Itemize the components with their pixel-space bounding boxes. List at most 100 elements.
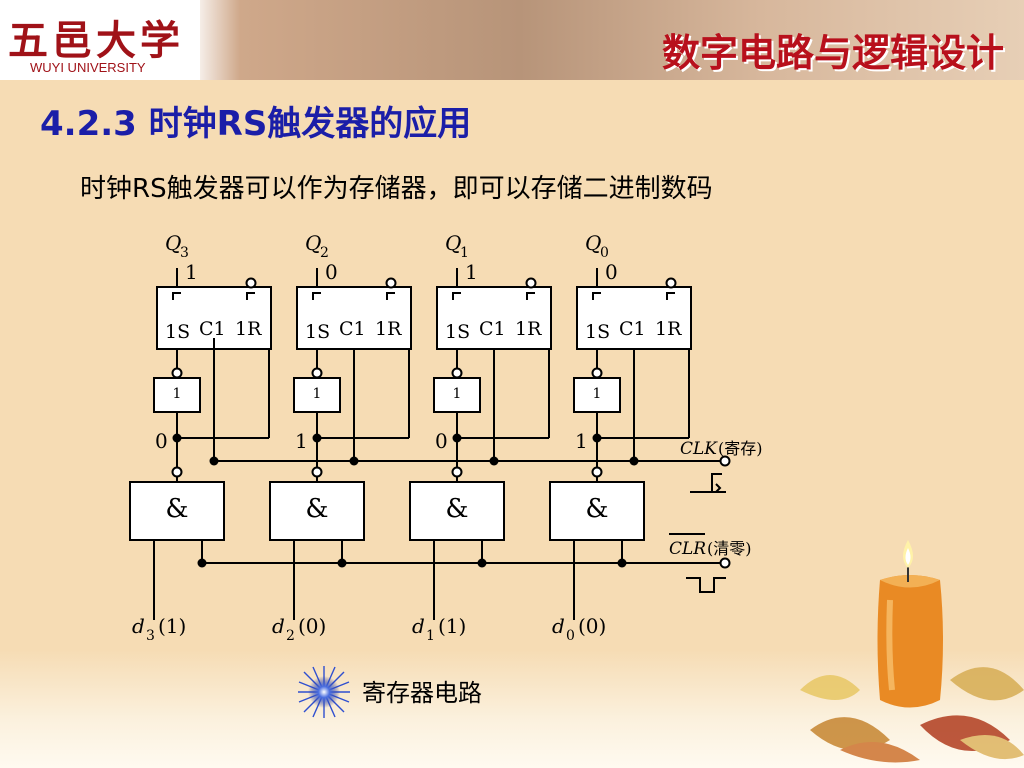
- data-input-label: d: [412, 614, 425, 638]
- clk-edge-arrow: [715, 483, 722, 493]
- and-gate-label: &: [445, 494, 468, 524]
- inverter-label: 1: [453, 386, 462, 402]
- data-input-subscript: 2: [286, 628, 295, 644]
- output-marker: [452, 292, 461, 300]
- output-q-subscript: 3: [180, 245, 189, 261]
- inversion-bubble: [171, 367, 183, 379]
- and-gate-label: &: [305, 494, 328, 524]
- description: 时钟RS触发器可以作为存储器，即可以存储二进制数码: [80, 174, 713, 204]
- data-input-subscript: 0: [566, 628, 575, 644]
- output-q-subscript: 0: [600, 245, 609, 261]
- junction-dot: [197, 558, 207, 568]
- output-marker: [172, 292, 181, 300]
- data-input-subscript: 1: [426, 628, 435, 644]
- output-marker: [386, 292, 395, 300]
- junction-dot: [477, 558, 487, 568]
- figure-caption: 寄存器电路: [362, 679, 482, 707]
- output-marker: [246, 292, 255, 300]
- junction-dot: [172, 433, 182, 443]
- inversion-bubble: [245, 277, 257, 289]
- ff-reset-label: 1R: [655, 318, 682, 340]
- output-marker: [526, 292, 535, 300]
- ff-reset-label: 1R: [235, 318, 262, 340]
- inversion-bubble: [451, 466, 463, 478]
- output-marker: [666, 292, 675, 300]
- junction-dot: [592, 433, 602, 443]
- output-q-label: Q: [165, 231, 181, 255]
- ff-set-label: 1S: [305, 321, 330, 343]
- junction-dot: [629, 456, 639, 466]
- clr-note: (清零): [707, 539, 752, 558]
- junction-dot: [489, 456, 499, 466]
- data-input-label: d: [132, 614, 145, 638]
- ff-clock-label: C1: [339, 318, 366, 340]
- inversion-bubble: [311, 466, 323, 478]
- data-input-label: d: [552, 614, 565, 638]
- output-value: 0: [605, 260, 618, 284]
- clk-label: CLK: [680, 439, 718, 459]
- clk-note: (寄存): [718, 439, 763, 458]
- ff-clock-label: C1: [199, 318, 226, 340]
- ff-set-label: 1S: [445, 321, 470, 343]
- ff-set-label: 1S: [165, 321, 190, 343]
- output-q-label: Q: [445, 231, 461, 255]
- inversion-bubble: [311, 367, 323, 379]
- data-input-label: d: [272, 614, 285, 638]
- inverter-label: 1: [173, 386, 182, 402]
- junction-dot: [312, 433, 322, 443]
- rs-flipflop-box: [296, 286, 412, 350]
- input-value: 1: [575, 429, 588, 453]
- input-value: 0: [435, 429, 448, 453]
- university-logo: 五邑大学 WUYI UNIVERSITY: [0, 0, 200, 80]
- junction-dot: [617, 558, 627, 568]
- inversion-bubble: [719, 455, 731, 467]
- data-input-value: (1): [438, 614, 466, 638]
- and-gate-box: [549, 481, 645, 541]
- and-gate-box: [269, 481, 365, 541]
- rs-flipflop-box: [576, 286, 692, 350]
- rs-flipflop-box: [156, 286, 272, 350]
- inversion-bubble: [171, 466, 183, 478]
- header-banner: 五邑大学 WUYI UNIVERSITY 数字电路与逻辑设计: [0, 0, 1024, 80]
- junction-dot: [452, 433, 462, 443]
- inverter-box: [573, 377, 621, 413]
- input-value: 0: [155, 429, 168, 453]
- inverter-box: [153, 377, 201, 413]
- inversion-bubble: [591, 367, 603, 379]
- logo-chinese: 五邑大学: [8, 17, 184, 64]
- data-input-value: (0): [298, 614, 326, 638]
- junction-dot: [209, 456, 219, 466]
- output-value: 1: [185, 260, 198, 284]
- and-gate-label: &: [165, 494, 188, 524]
- output-value: 0: [325, 260, 338, 284]
- inverter-label: 1: [593, 386, 602, 402]
- output-q-subscript: 1: [460, 245, 469, 261]
- output-marker: [312, 292, 321, 300]
- clk-pulse-icon: [690, 473, 726, 493]
- inverter-box: [293, 377, 341, 413]
- rs-flipflop-box: [436, 286, 552, 350]
- clr-label: CLR: [669, 539, 706, 559]
- data-input-value: (1): [158, 614, 186, 638]
- output-q-label: Q: [305, 231, 321, 255]
- junction-dot: [349, 456, 359, 466]
- and-gate-box: [409, 481, 505, 541]
- data-input-subscript: 3: [146, 628, 155, 644]
- data-input-value: (0): [578, 614, 606, 638]
- inverter-label: 1: [313, 386, 322, 402]
- output-q-subscript: 2: [320, 245, 329, 261]
- clr-pulse-icon: [686, 577, 726, 593]
- logo-english: WUYI UNIVERSITY: [30, 60, 146, 75]
- section-title: 4.2.3 时钟RS触发器的应用: [40, 104, 472, 144]
- inversion-bubble: [385, 277, 397, 289]
- inversion-bubble: [665, 277, 677, 289]
- inverter-box: [433, 377, 481, 413]
- output-q-label: Q: [585, 231, 601, 255]
- and-gate-box: [129, 481, 225, 541]
- ff-clock-label: C1: [479, 318, 506, 340]
- inversion-bubble: [451, 367, 463, 379]
- course-title: 数字电路与逻辑设计: [661, 31, 1004, 75]
- inversion-bubble: [719, 557, 731, 569]
- ff-set-label: 1S: [585, 321, 610, 343]
- inversion-bubble: [591, 466, 603, 478]
